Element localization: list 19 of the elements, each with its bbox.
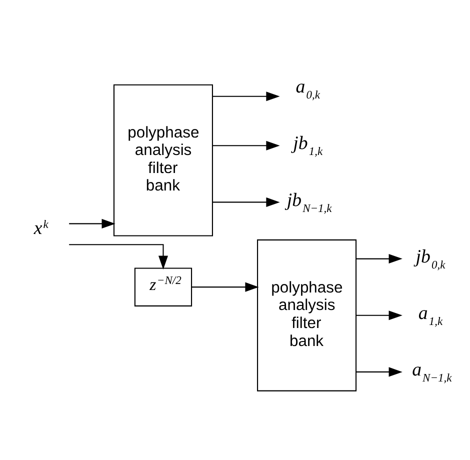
node-box: polyphase analysis filter bank bbox=[257, 238, 357, 391]
node-text: a$_{N−1,k}$ bbox=[412, 359, 452, 384]
arrow bbox=[212, 140, 280, 150]
node-text: a$_{0,k}$ bbox=[296, 76, 320, 102]
arrow bbox=[212, 91, 280, 101]
node-box: z$^{−N/2}$ bbox=[134, 267, 192, 306]
node-text: x$^{k}$ bbox=[34, 218, 48, 239]
arrow bbox=[69, 244, 168, 269]
node-text: jb$_{1,k}$ bbox=[293, 132, 323, 158]
arrow bbox=[356, 366, 402, 376]
arrow bbox=[212, 196, 280, 206]
arrow bbox=[356, 310, 402, 320]
node-text: a$_{1,k}$ bbox=[418, 302, 443, 328]
node-text: jb$_{N−1,k}$ bbox=[286, 189, 332, 214]
arrow bbox=[356, 254, 402, 264]
arrow bbox=[69, 218, 116, 228]
arrow bbox=[192, 282, 259, 292]
node-text: jb$_{0,k}$ bbox=[416, 246, 446, 271]
node-box: polyphase analysis filter bank bbox=[113, 84, 213, 236]
